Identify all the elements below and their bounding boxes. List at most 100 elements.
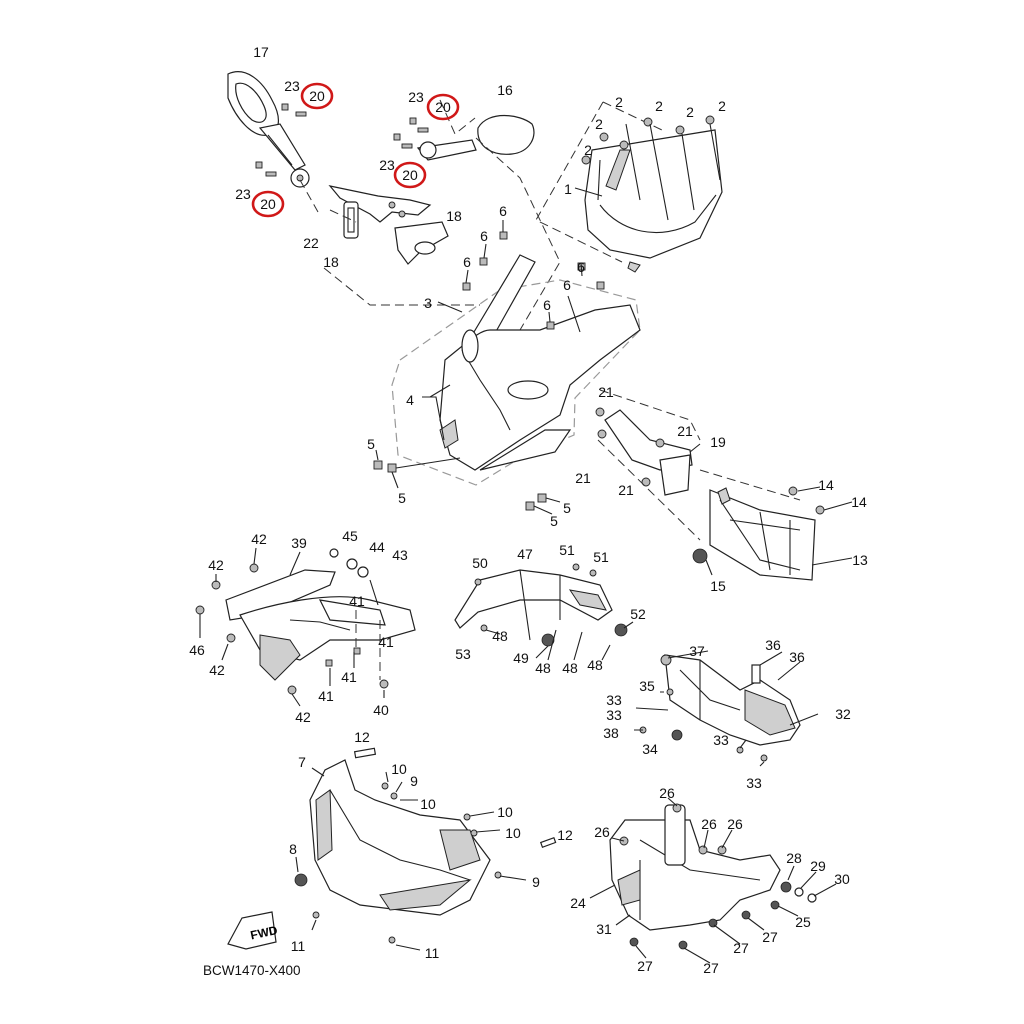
callout-label: 18 xyxy=(323,254,339,270)
callout-label: 48 xyxy=(562,660,578,676)
callout-label: 11 xyxy=(291,938,306,954)
callout-label: 32 xyxy=(835,706,851,722)
callout-label: 36 xyxy=(789,649,805,665)
center-bracket xyxy=(454,563,628,647)
callout-label: 5 xyxy=(550,513,558,529)
callout-label: 48 xyxy=(535,660,551,676)
fwd-arrow-icon xyxy=(227,911,277,950)
callout-label: 9 xyxy=(532,874,540,890)
callout-label: 12 xyxy=(557,827,573,843)
callout-label: 49 xyxy=(513,650,529,666)
highlight-circles xyxy=(251,82,460,218)
callout-label: 3 xyxy=(424,295,432,311)
callout-label: 27 xyxy=(637,958,653,974)
bolts-upper xyxy=(255,103,429,177)
callout-label: 21 xyxy=(598,384,614,400)
callout-label: 51 xyxy=(593,549,609,565)
callout-label: 39 xyxy=(291,535,307,551)
callout-label: 41 xyxy=(378,634,394,650)
mirror-right xyxy=(416,115,535,161)
callout-label: 13 xyxy=(852,552,868,568)
callout-label: 33 xyxy=(746,775,762,791)
callout-label: 23 xyxy=(235,186,251,202)
inner-panel-left xyxy=(195,548,416,695)
highlight-circle xyxy=(426,93,460,121)
callout-label: 37 xyxy=(689,643,705,659)
callout-label: 33 xyxy=(713,732,729,748)
callout-label: 28 xyxy=(786,850,802,866)
callout-label: 42 xyxy=(251,531,267,547)
lower-cowl xyxy=(294,747,557,944)
callout-label: 46 xyxy=(189,642,205,658)
callout-label: 21 xyxy=(618,482,634,498)
highlight-circle xyxy=(251,190,285,218)
callout-label: 50 xyxy=(472,555,488,571)
lower-stay xyxy=(609,803,817,950)
callout-label: 7 xyxy=(298,754,306,770)
callout-label: 12 xyxy=(354,729,370,745)
callout-label: 40 xyxy=(373,702,389,718)
callout-label: 42 xyxy=(295,709,311,725)
callout-label: 21 xyxy=(575,470,591,486)
windscreen xyxy=(581,115,723,273)
callout-label: 14 xyxy=(818,477,834,493)
callout-label: 47 xyxy=(517,546,533,562)
callout-label: 1 xyxy=(564,181,572,197)
callout-label: 2 xyxy=(584,142,592,158)
callout-label: 6 xyxy=(463,254,471,270)
callout-label: 45 xyxy=(342,528,358,544)
callout-label: 2 xyxy=(615,94,623,110)
callout-label: 24 xyxy=(570,895,586,911)
callout-label: 5 xyxy=(367,436,375,452)
right-stay xyxy=(639,654,801,762)
callout-label: 6 xyxy=(543,297,551,313)
mirror-stay-bracket xyxy=(328,185,449,265)
callout-label: 41 xyxy=(341,669,357,685)
callout-label: 10 xyxy=(420,796,436,812)
callout-label: 20 xyxy=(260,196,276,212)
callout-label: 48 xyxy=(587,657,603,673)
callout-label: 20 xyxy=(309,88,325,104)
highlight-circle xyxy=(393,161,427,189)
callout-label: 33 xyxy=(606,692,622,708)
callout-label: 52 xyxy=(630,606,646,622)
callout-label: 10 xyxy=(505,825,521,841)
callout-label: 2 xyxy=(718,98,726,114)
callout-label: 29 xyxy=(810,858,826,874)
callout-label: 26 xyxy=(659,785,675,801)
callout-label: 6 xyxy=(577,259,585,275)
callout-label: 5 xyxy=(563,500,571,516)
front-cowling xyxy=(391,254,641,486)
front-stay xyxy=(595,407,693,496)
callout-label: 6 xyxy=(499,203,507,219)
callout-label: 25 xyxy=(795,914,811,930)
callout-label: 36 xyxy=(765,637,781,653)
callout-label: 23 xyxy=(408,89,424,105)
callout-label: 15 xyxy=(710,578,726,594)
callout-label: 38 xyxy=(603,725,619,741)
callout-label: 42 xyxy=(209,662,225,678)
callout-label: 4 xyxy=(406,392,414,408)
callout-label: 41 xyxy=(318,688,334,704)
callout-label: 2 xyxy=(655,98,663,114)
callout-label: 27 xyxy=(733,940,749,956)
callout-label: 21 xyxy=(677,423,693,439)
callout-label: 8 xyxy=(289,841,297,857)
callout-label: 27 xyxy=(762,929,778,945)
callout-label: 23 xyxy=(379,157,395,173)
callout-label: 20 xyxy=(435,99,451,115)
callout-label: 33 xyxy=(606,707,622,723)
fwd-label: FWD xyxy=(249,923,279,942)
callout-label: 35 xyxy=(639,678,655,694)
callout-label: 19 xyxy=(710,434,726,450)
callout-label: 41 xyxy=(349,593,365,609)
callout-label: 10 xyxy=(391,761,407,777)
callout-label: 26 xyxy=(727,816,743,832)
callout-label: 14 xyxy=(851,494,867,510)
callout-label: 48 xyxy=(492,628,508,644)
callout-label: 6 xyxy=(480,228,488,244)
mirror-left xyxy=(227,71,310,188)
callout-label: 51 xyxy=(559,542,575,558)
